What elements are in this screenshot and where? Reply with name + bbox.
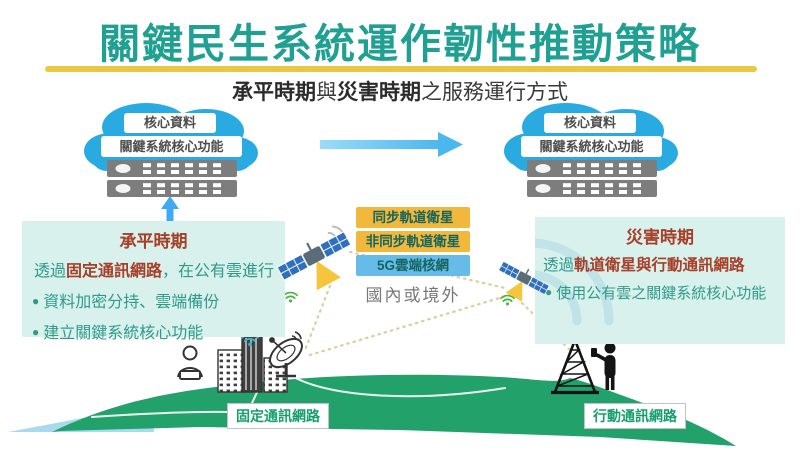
cloud-left-core-function: 關鍵系統核心功能 (101, 136, 242, 157)
peacetime-bullet-text: 建立關鍵系統核心功能 (43, 325, 204, 342)
satellite-icon (272, 224, 364, 303)
wifi-icon (500, 294, 516, 306)
peacetime-intro-prefix: 透過 (34, 263, 67, 280)
title-underline (45, 66, 757, 72)
subtitle-disaster: 災害時期 (337, 81, 421, 104)
peacetime-intro-bold: 固定通訊網路 (66, 263, 163, 280)
cloud-left-core-data: 核心資料 (124, 113, 216, 133)
peacetime-intro: 透過固定通訊網路，在公有雲進行 (22, 252, 285, 281)
server-rack-icon (107, 180, 237, 197)
person-phone-icon (591, 342, 616, 390)
wifi-icon (283, 291, 298, 303)
peacetime-intro-suffix: ，在公有雲進行 (162, 263, 275, 280)
fixed-network-label: 固定通訊網路 (227, 403, 329, 429)
peacetime-panel: 承平時期 透過固定通訊網路，在公有雲進行 資料加密分持、雲端備份 建立關鍵系統核… (22, 221, 285, 342)
mobile-network-label: 行動通訊網路 (584, 403, 686, 429)
disaster-bullet-text: 使用公有雲之關鍵系統核心功能 (556, 285, 767, 302)
cloud-right-core-function: 關鍵系統核心功能 (521, 136, 662, 157)
peacetime-bullet-text: 資料加密分持、雲端備份 (43, 294, 220, 311)
5g-core-chip: 5G雲端核網 (356, 255, 470, 276)
public-cloud-left: 核心資料 關鍵系統核心功能 (84, 101, 260, 201)
disaster-intro-bold: 軌道衛星與行動通訊網路 (574, 257, 745, 274)
leo-satellite-chip: 非同步軌道衛星 (356, 231, 470, 252)
disaster-title: 災害時期 (626, 228, 694, 247)
disaster-panel: 災害時期 透過軌道衛星與行動通訊網路 使用公有雲之關鍵系統核心功能 (535, 217, 785, 344)
peacetime-title: 承平時期 (119, 232, 188, 251)
peacetime-bullet: 資料加密分持、雲端備份 (22, 281, 285, 312)
public-cloud-right: 核心資料 關鍵系統核心功能 (504, 101, 680, 201)
person-laptop-icon (177, 345, 203, 380)
disaster-bullet: 使用公有雲之關鍵系統核心功能 (535, 275, 785, 303)
subtitle-and: 與 (316, 81, 337, 104)
subtitle-peacetime: 承平時期 (232, 81, 316, 104)
water-edge (8, 405, 154, 432)
subtitle: 承平時期與災害時期之服務運行方式 (0, 76, 800, 106)
server-rack-icon (107, 160, 237, 177)
server-rack-icon (527, 180, 657, 197)
disaster-intro-prefix: 透過 (543, 257, 575, 274)
scope-note: 國內或境外 (365, 286, 461, 305)
server-rack-icon (527, 160, 657, 177)
link-type-stack: 同步軌道衛星 非同步軌道衛星 5G雲端核網 國內或境外 (356, 207, 470, 306)
subtitle-rest: 之服務運行方式 (421, 81, 568, 104)
transition-arrow-icon (320, 132, 463, 157)
page-title: 關鍵民生系統運作韌性推動策略 (99, 21, 701, 67)
geo-satellite-chip: 同步軌道衛星 (356, 207, 470, 228)
peacetime-bullet: 建立關鍵系統核心功能 (22, 312, 285, 343)
cloud-right-core-data: 核心資料 (544, 113, 636, 133)
disaster-intro: 透過軌道衛星與行動通訊網路 (535, 248, 785, 275)
